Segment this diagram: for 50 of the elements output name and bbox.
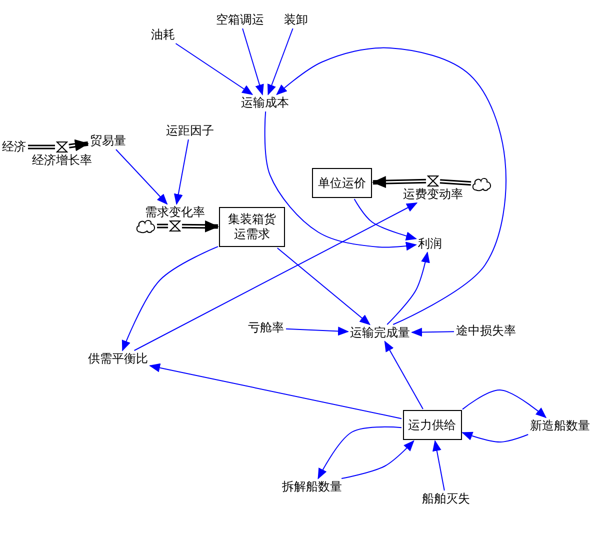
arrow <box>386 252 430 325</box>
arrow <box>264 111 417 251</box>
variable-label: 经济 <box>1 140 27 154</box>
arrow <box>122 246 218 352</box>
variable-label: 装卸 <box>283 12 309 28</box>
variable-label: 拆解船数量 <box>281 480 343 494</box>
variable-label: 运输完成量 <box>349 326 411 340</box>
arrow <box>384 340 424 410</box>
flow-pipe <box>440 179 472 186</box>
arrow <box>175 43 254 96</box>
arrow <box>174 139 189 205</box>
arrow <box>134 202 418 351</box>
arrow <box>276 47 506 325</box>
rate-label: 运费变动率 <box>403 187 463 202</box>
arrow <box>318 426 402 480</box>
variable-label: 贸易量 <box>89 134 127 148</box>
rate-label: 经济增长率 <box>32 153 92 168</box>
variable-label: 利润 <box>417 236 443 252</box>
arrow <box>462 390 547 418</box>
arrow <box>242 28 264 96</box>
arrow <box>411 328 454 337</box>
variable-label: 空箱调运 <box>215 12 265 28</box>
variable-label: 船舶灭失 <box>421 492 471 506</box>
arrow <box>115 149 168 205</box>
flow-pipe <box>182 220 219 232</box>
flow-pipe <box>157 224 168 228</box>
variable-label: 供需平衡比 <box>87 352 149 366</box>
flow-pipe <box>372 176 426 188</box>
arrow <box>432 440 445 491</box>
flow-pipe <box>68 139 89 152</box>
rate-label: 需求变化率 <box>145 205 205 220</box>
variable-label: 运距因子 <box>165 124 215 138</box>
arrow <box>462 432 529 442</box>
arrow <box>267 28 294 96</box>
stock-box: 集装箱货运需求 <box>219 207 285 247</box>
cloud-icon <box>136 218 156 234</box>
variable-label: 亏舱率 <box>247 320 285 336</box>
stock-box: 单位运价 <box>312 168 372 198</box>
variable-label: 新造船数量 <box>529 418 591 434</box>
arrow <box>341 440 414 479</box>
arrow <box>354 198 417 240</box>
arrow <box>286 326 349 336</box>
arrow <box>276 248 370 326</box>
arrow <box>149 363 402 420</box>
variable-label: 途中损失率 <box>455 324 517 338</box>
variable-label: 油耗 <box>150 28 176 42</box>
stock-box: 运力供给 <box>402 410 462 440</box>
flow-pipe <box>28 144 55 150</box>
cloud-icon <box>472 176 492 192</box>
variable-label: 运输成本 <box>240 96 290 110</box>
